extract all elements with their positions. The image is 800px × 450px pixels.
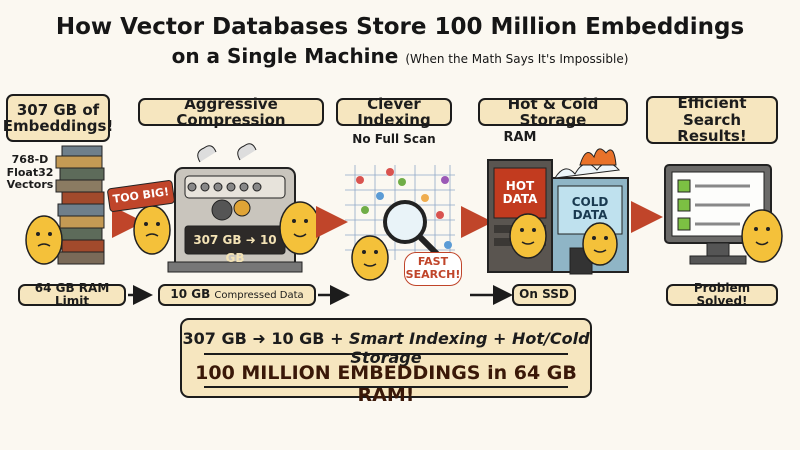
- page-subtitle: on a Single Machine (When the Math Says …: [0, 44, 800, 68]
- footer-solved: Probiem Solved!: [666, 281, 778, 308]
- character-icon: [133, 205, 171, 255]
- summary-line-1: 307 GB ➜ 10 GB + Smart Indexing + Hot/Co…: [182, 329, 590, 367]
- footer-ssd: On SSD: [512, 284, 576, 306]
- compressed-text: Compressed Data: [214, 289, 304, 301]
- summary-divider: [204, 353, 568, 355]
- footer-compressed: 10 GB Compressed Data: [158, 284, 316, 306]
- summary-steps: + Smart Indexing + Hot/Cold Storage: [330, 329, 590, 367]
- label-compression: Aggressive Compression: [138, 95, 324, 128]
- books-icon: [55, 145, 105, 265]
- character-icon: [509, 213, 547, 259]
- cold-data-label: COLD DATA: [571, 195, 609, 222]
- page-title: How Vector Databases Store 100 Million E…: [55, 14, 745, 40]
- label-indexing: Clever Indexing: [336, 95, 452, 128]
- fast-search-badge: FAST SEARCH!: [404, 252, 462, 286]
- indexing-subtitle: No Full Scan: [352, 132, 436, 146]
- subtitle-main: on a Single Machine: [171, 44, 399, 68]
- label-storage: Hot & Cold Storage: [478, 95, 628, 128]
- compressed-size: 10 GB: [170, 287, 211, 302]
- character-icon: [279, 201, 321, 255]
- label-search: Efficient Search Results!: [646, 95, 778, 145]
- character-icon: [741, 209, 783, 263]
- label-embeddings: 307 GB of Embeddings!: [3, 94, 113, 142]
- magnifier-icon: [383, 200, 443, 260]
- subtitle-note: (When the Math Says It's Impossible): [405, 52, 629, 66]
- summary-banner: 307 GB ➜ 10 GB + Smart Indexing + Hot/Co…: [180, 318, 592, 406]
- vectors-label: 768-D Float32 Vectors: [6, 153, 54, 192]
- summary-size: 307 GB ➜ 10 GB: [182, 329, 325, 348]
- character-icon: [25, 215, 63, 265]
- machine-display: 307 GB ➜ 10 GB: [193, 233, 277, 265]
- hot-data-label: HOT DATA: [502, 179, 538, 206]
- summary-underline: [204, 386, 568, 388]
- character-icon: [582, 222, 618, 266]
- footer-ram-limit: 64 GB RAM Limit: [18, 281, 126, 308]
- summary-line-2: 100 MILLION EMBEDDINGS in 64 GB RAM!: [195, 362, 577, 406]
- storage-ram-label: RAM: [503, 130, 537, 145]
- character-icon: [351, 235, 389, 281]
